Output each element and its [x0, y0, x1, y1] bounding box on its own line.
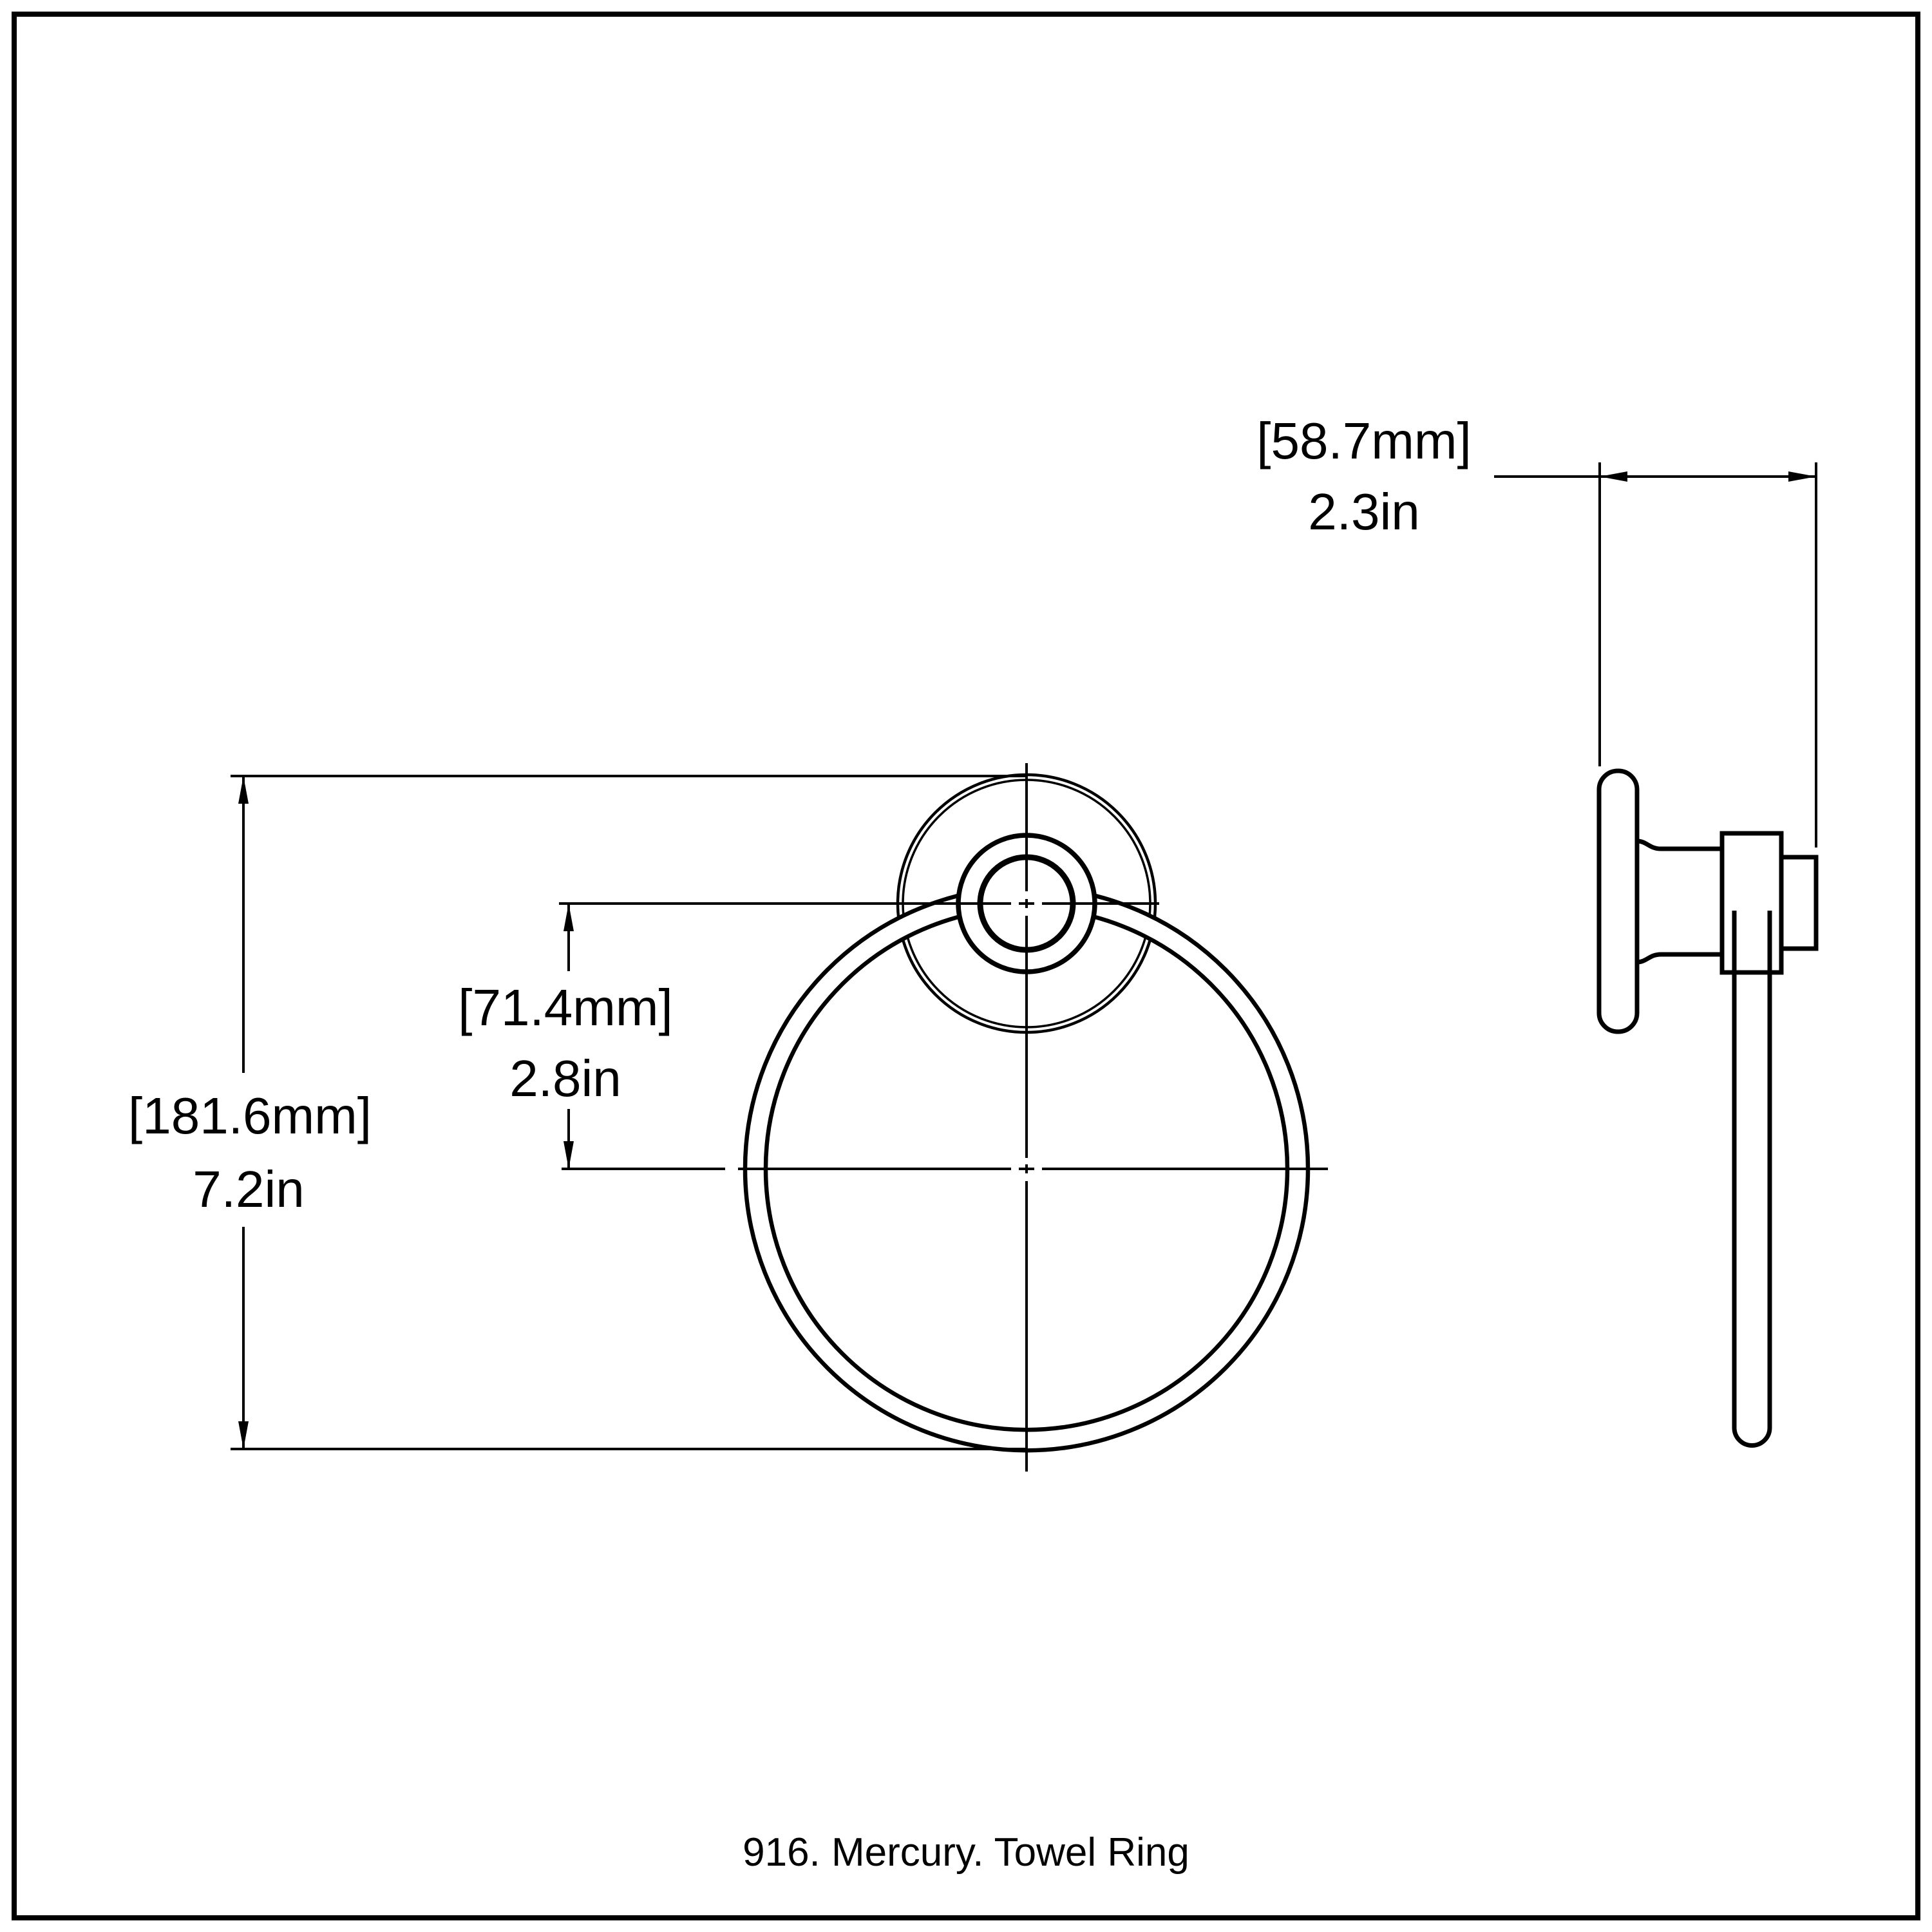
page-border-frame — [12, 12, 1920, 1920]
stem-neck-top-line — [1636, 838, 1722, 851]
ring-arm-profile — [1732, 911, 1772, 1448]
front-view — [559, 763, 1328, 1472]
bracket-block-profile — [1719, 831, 1784, 975]
depth-dimension-lines — [1494, 462, 1817, 848]
offset-imperial-label: 2.8in — [509, 1050, 621, 1107]
side-view — [1596, 768, 1819, 1448]
height-metric-label: [181.6mm] — [128, 1087, 372, 1144]
height-imperial-label: 7.2in — [193, 1160, 304, 1218]
wall-plate-profile — [1596, 768, 1640, 1034]
stem-neck-bottom-line — [1636, 952, 1722, 965]
dimension-projection-depth: [58.7mm] 2.3in — [1256, 412, 1817, 848]
dimension-ring-center-offset: [71.4mm] 2.8in — [458, 904, 673, 1169]
depth-metric-label: [58.7mm] — [1256, 412, 1471, 469]
offset-metric-label: [71.4mm] — [458, 979, 672, 1036]
offset-dimension-arrowheads — [564, 904, 574, 1169]
height-dimension-lines — [231, 775, 1027, 1450]
bracket-cap-profile — [1779, 855, 1819, 951]
dimension-overall-height: [181.6mm] 7.2in — [128, 775, 1027, 1450]
depth-imperial-label: 2.3in — [1308, 483, 1419, 540]
centerlines — [559, 763, 1328, 1472]
product-caption: 916. Mercury. Towel Ring — [743, 1830, 1189, 1875]
